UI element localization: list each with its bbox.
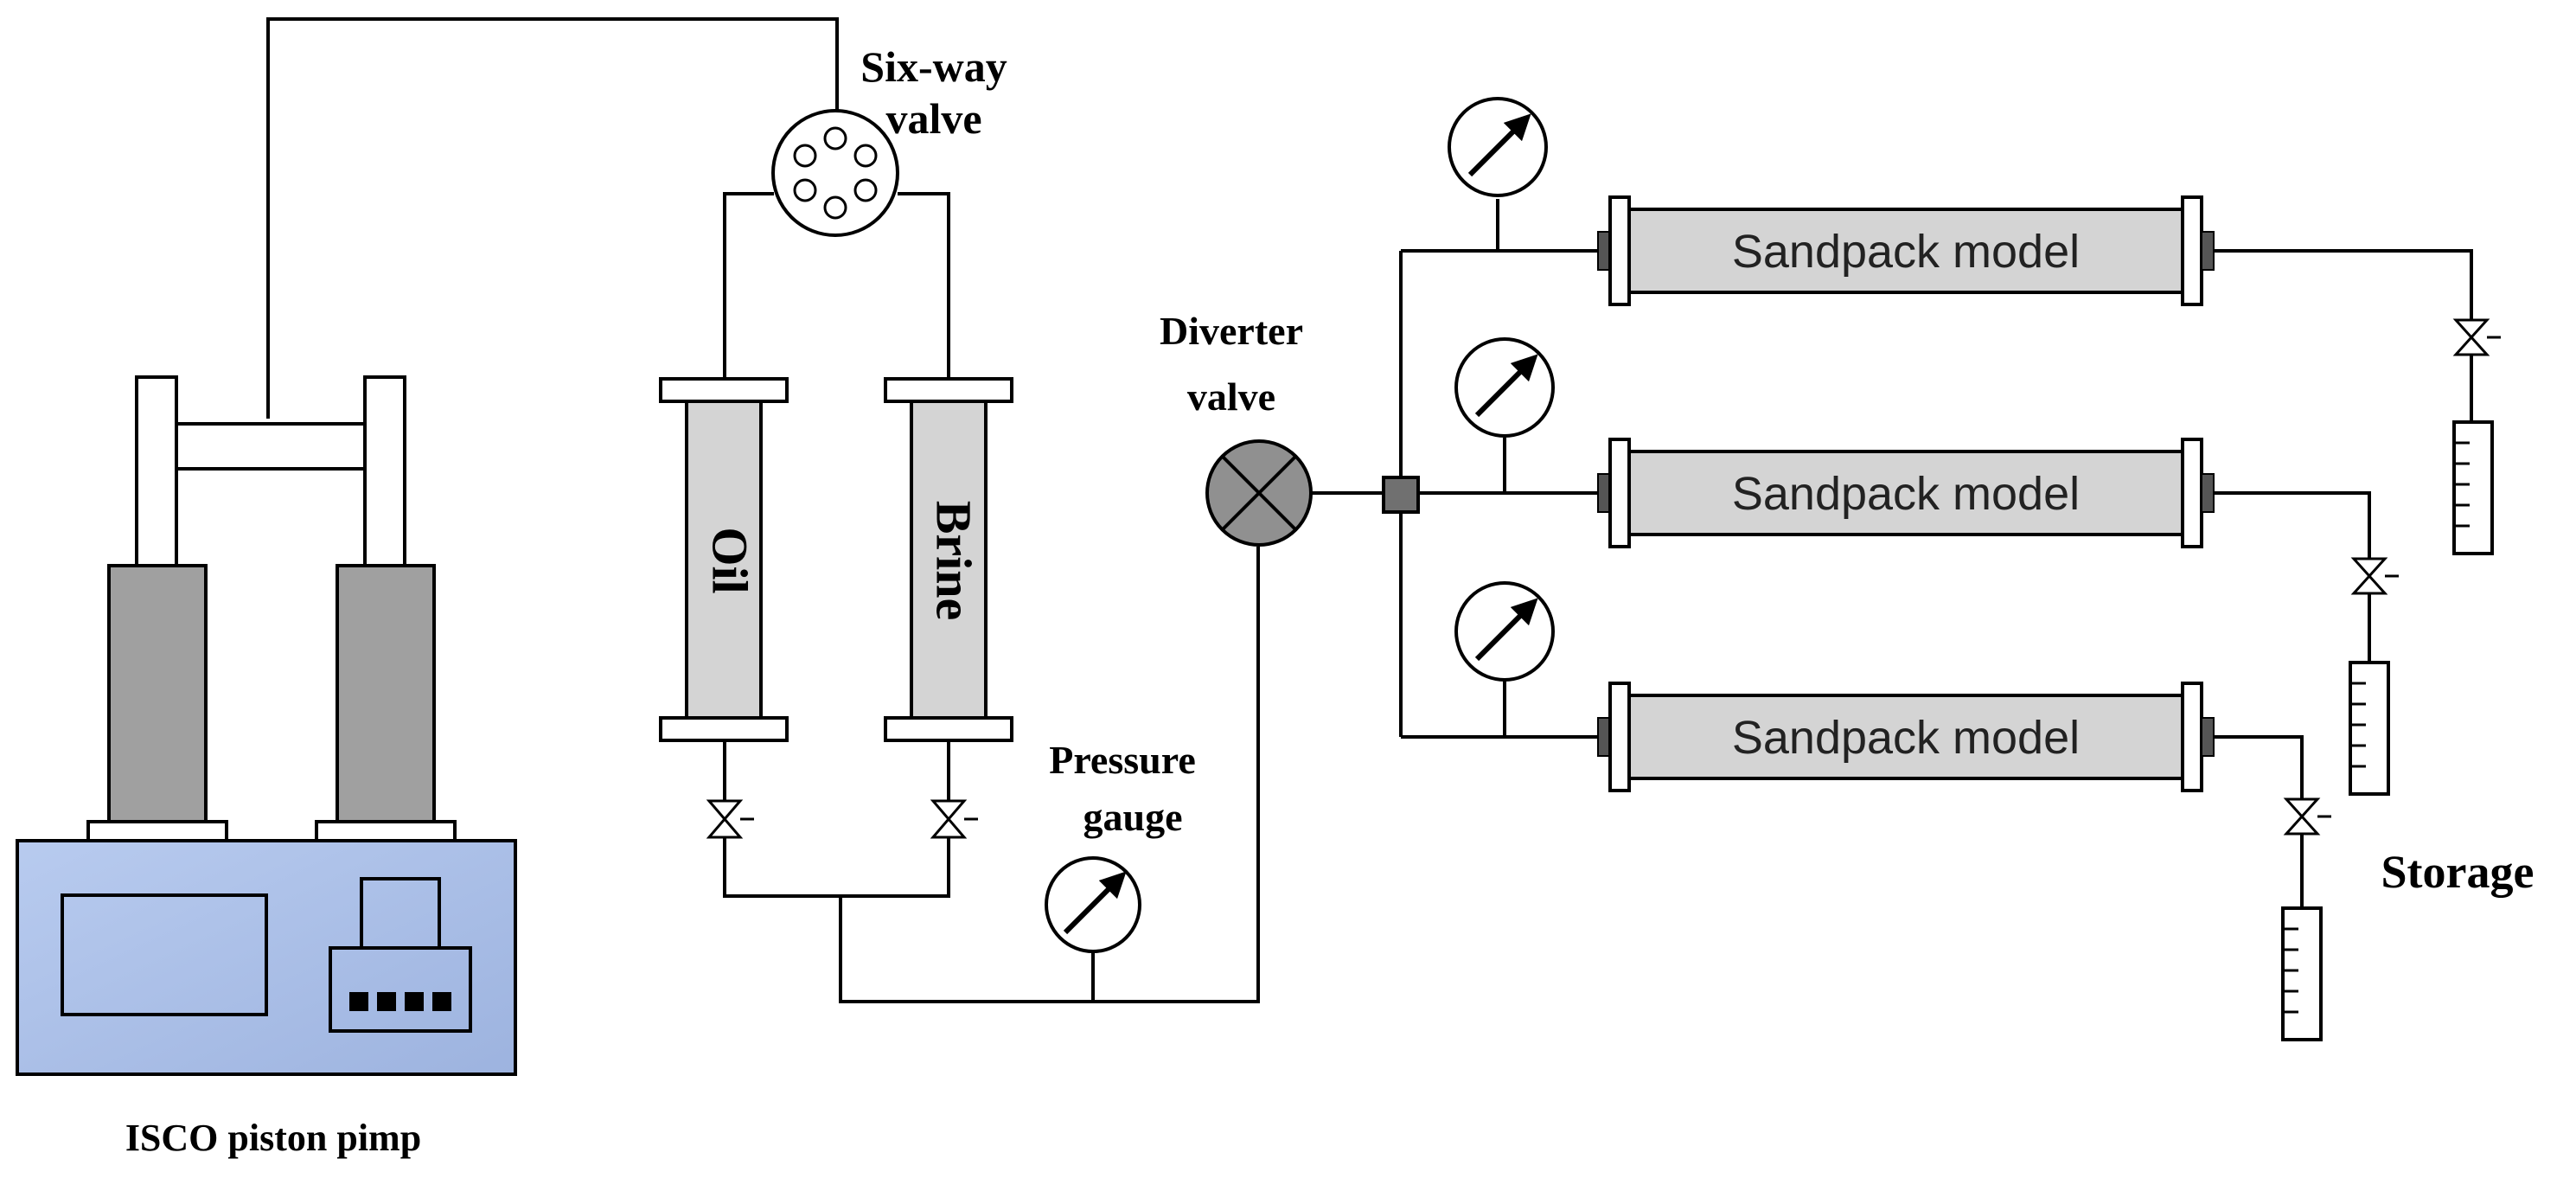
pump-rod-right (363, 375, 406, 567)
pump-display (61, 893, 268, 1016)
valve-port (793, 144, 817, 168)
pump-crossbar (175, 422, 367, 471)
valve-port (823, 195, 847, 220)
pressure-gauge-icon (1454, 337, 1555, 438)
pump-control-panel (329, 946, 472, 1033)
pressure-gauge-icon (1448, 97, 1548, 197)
junction-block (1382, 476, 1420, 514)
valve-port (853, 144, 878, 168)
pump-rod-left (135, 375, 178, 567)
pump-to-valve-line (266, 17, 839, 419)
pump-cylinder-right (336, 564, 436, 823)
brine-label: Brine (926, 501, 982, 621)
outlet-piping: Pressure gauge (706, 547, 1260, 1003)
oil-label: Oil (702, 527, 758, 593)
sandpack-body (1627, 208, 2184, 294)
oil-column-body (685, 400, 763, 720)
pressure-gauge-label-line1: Pressure (1049, 738, 1196, 782)
sandpack-body (1627, 694, 2184, 780)
pump-label: ISCO piston pimp (125, 1117, 421, 1159)
valve-port (793, 178, 817, 202)
six-way-valve: Six-way valve (723, 42, 1007, 379)
diverter-valve: Diverter valve (1160, 309, 1384, 547)
brine-column-top-cap (884, 377, 1013, 403)
oil-column-bottom-cap (659, 716, 789, 742)
brine-column-body (910, 400, 988, 720)
diverter-valve-label-line1: Diverter (1160, 309, 1303, 353)
distribution-manifold (1382, 97, 1608, 739)
diverter-valve-label-line2: valve (1187, 375, 1275, 419)
valve-to-brine-line (898, 192, 950, 379)
oil-outlet-line (723, 740, 950, 898)
sandpack-body (1627, 450, 2184, 536)
pump-base-left (86, 820, 228, 842)
outlet-line (2214, 735, 2304, 799)
pressure-gauge-icon (1454, 581, 1555, 682)
sandpack-label: Sandpack model (1732, 712, 2080, 764)
pump-base-right (315, 820, 457, 842)
sandpack-label: Sandpack model (1732, 226, 2080, 278)
sandpack-label: Sandpack model (1732, 468, 2080, 520)
outlet-1 (2214, 249, 2501, 555)
pressure-gauge-label-line2: gauge (1083, 795, 1183, 839)
sandpack-model-3: Sandpack model (1597, 682, 2215, 792)
outlet-valve-icon (2350, 557, 2399, 595)
valve-port (853, 178, 878, 202)
isco-piston-pump: ISCO piston pimp (16, 17, 839, 1159)
sandpack-model-1: Sandpack model (1597, 195, 2215, 306)
brine-column-bottom-cap (884, 716, 1013, 742)
valve-port (823, 126, 847, 150)
storage-cylinder (2452, 420, 2494, 555)
outlet-line (2214, 491, 2371, 559)
manifold-line (839, 547, 1260, 1003)
outlet-valve-icon (2452, 318, 2501, 356)
pump-cylinder-left (107, 564, 208, 823)
six-way-valve-label-line1: Six-way (860, 42, 1007, 91)
pump-button (405, 992, 424, 1011)
outlet-2 (2214, 491, 2399, 796)
outlet-3 (2214, 735, 2331, 1041)
pump-button (432, 992, 451, 1011)
brine-valve-icon (930, 799, 978, 839)
pump-button (349, 992, 368, 1011)
outlet-valve-icon (2283, 797, 2331, 836)
outlet-line (2214, 249, 2473, 320)
pressure-gauge-icon (1045, 856, 1141, 953)
six-way-valve-label-line2: valve (885, 94, 981, 143)
storage-label: Storage (2381, 846, 2534, 898)
valve-to-oil-line (723, 192, 774, 379)
oil-column-top-cap (659, 377, 789, 403)
six-way-valve-body (771, 109, 899, 237)
pump-button (377, 992, 396, 1011)
oil-valve-icon (706, 799, 754, 839)
brine-column: Brine (884, 377, 1013, 742)
sandpack-model-2: Sandpack model (1597, 438, 2215, 548)
oil-column: Oil (659, 377, 789, 742)
